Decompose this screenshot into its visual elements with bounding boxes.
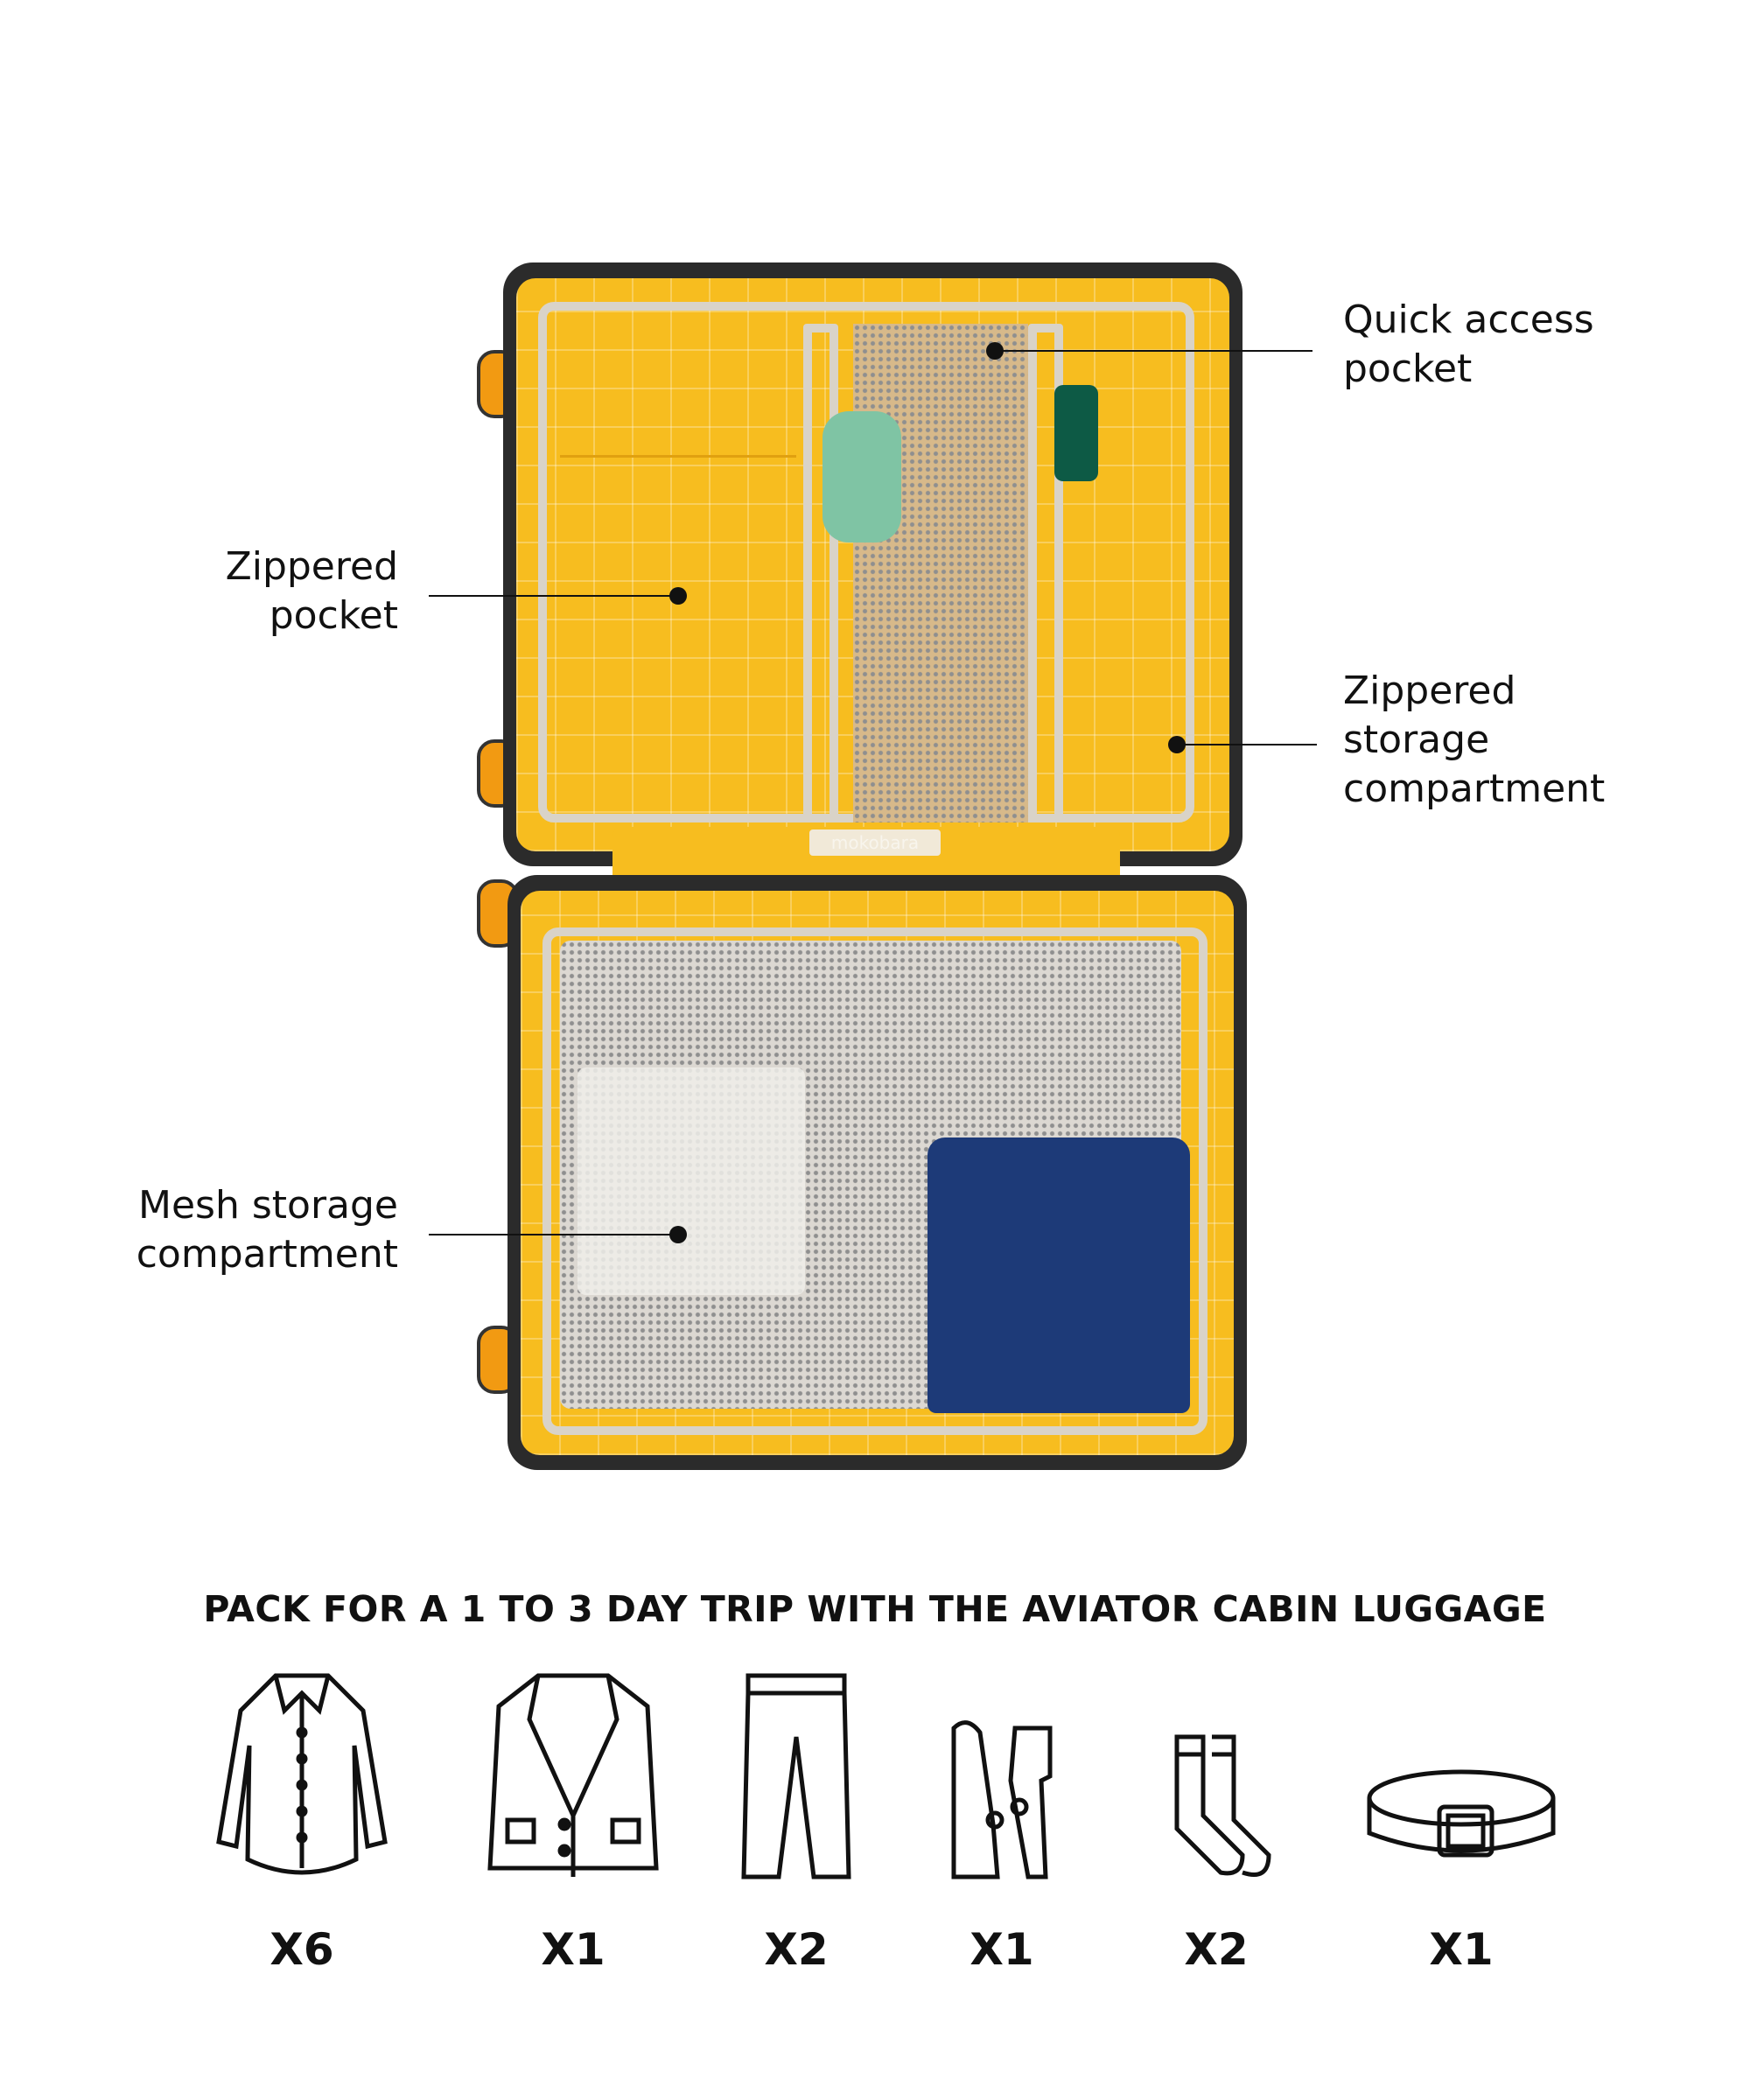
card bbox=[1054, 385, 1098, 481]
mesh-compartment-zip bbox=[542, 928, 1208, 1435]
item-quantity: X1 bbox=[970, 1924, 1034, 1975]
leader-dot bbox=[669, 1226, 687, 1243]
shoes-icon bbox=[951, 1720, 1053, 1880]
callout-mesh-storage-compartment: Mesh storage compartment bbox=[136, 1183, 398, 1277]
brand-tag: mokobara bbox=[809, 830, 941, 856]
item-quantity: X2 bbox=[764, 1924, 829, 1975]
leader-line bbox=[429, 595, 678, 597]
item-socks: X2 bbox=[1111, 1667, 1321, 1975]
leader-dot bbox=[669, 587, 687, 605]
item-shirt: X6 bbox=[197, 1667, 407, 1975]
pocket-flap bbox=[560, 455, 796, 458]
item-shoes: X1 bbox=[897, 1667, 1107, 1975]
belt-icon bbox=[1367, 1769, 1556, 1858]
leader-line bbox=[995, 350, 1312, 352]
zip-divider bbox=[803, 324, 838, 822]
item-quantity: X1 bbox=[541, 1924, 606, 1975]
item-quantity: X6 bbox=[270, 1924, 334, 1975]
zip-divider bbox=[1028, 324, 1063, 822]
leader-line bbox=[429, 1234, 678, 1236]
callout-quick-access-pocket: Quick access pocket bbox=[1343, 298, 1594, 391]
item-blazer: X1 bbox=[468, 1667, 678, 1975]
socks-icon bbox=[1174, 1734, 1271, 1877]
trousers-icon bbox=[741, 1673, 851, 1880]
item-trousers: X2 bbox=[691, 1667, 901, 1975]
quick-access-mesh bbox=[853, 324, 1028, 822]
item-quantity: X1 bbox=[1429, 1924, 1494, 1975]
shirt-icon bbox=[216, 1673, 388, 1875]
packing-title: PACK FOR A 1 TO 3 DAY TRIP WITH THE AVIA… bbox=[203, 1588, 1547, 1630]
blazer bbox=[928, 1138, 1190, 1413]
blazer-icon bbox=[487, 1673, 659, 1877]
item-belt: X1 bbox=[1356, 1667, 1566, 1975]
leader-dot bbox=[1168, 736, 1186, 753]
pouch bbox=[822, 411, 901, 542]
item-quantity: X2 bbox=[1184, 1924, 1249, 1975]
callout-zippered-storage-compartment: Zippered storage compartment bbox=[1343, 668, 1606, 811]
callout-zippered-pocket: Zippered pocket bbox=[225, 544, 398, 638]
shirt bbox=[578, 1068, 805, 1295]
leader-line bbox=[1177, 744, 1317, 746]
leader-dot bbox=[986, 342, 1004, 360]
